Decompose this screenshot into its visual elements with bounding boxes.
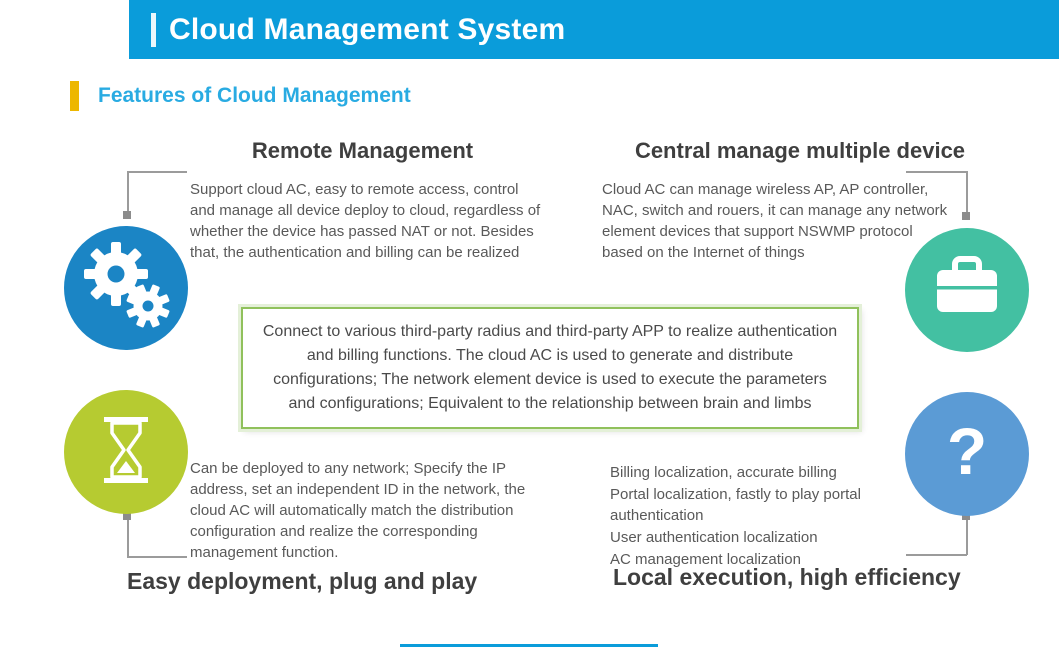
circle-easy-deployment xyxy=(64,390,188,514)
connector-node xyxy=(962,512,970,520)
feature-body-line: Portal localization, fastly to play port… xyxy=(610,486,861,524)
feature-body-easy-deployment: Can be deployed to any network; Specify … xyxy=(190,460,526,561)
circle-central-manage xyxy=(905,228,1029,352)
summary-box: Connect to various third-party radius an… xyxy=(241,307,859,429)
feature-body-central-manage: Cloud AC can manage wireless AP, AP cont… xyxy=(602,181,948,261)
connector-line xyxy=(966,518,968,555)
footer-accent-bar xyxy=(400,644,658,647)
connector-node xyxy=(123,211,131,219)
hourglass-icon xyxy=(86,410,166,495)
feature-body-line: AC management localization xyxy=(610,551,801,568)
page-title: Cloud Management System xyxy=(169,12,566,46)
gears-icon xyxy=(78,238,174,339)
connector-node xyxy=(123,512,131,520)
connector-line xyxy=(906,171,967,173)
section-title-row: Features of Cloud Management xyxy=(70,81,411,111)
header-bar: Cloud Management System xyxy=(129,0,1059,59)
briefcase-icon xyxy=(925,246,1009,335)
feature-heading-central-manage: Central manage multiple device xyxy=(634,138,966,163)
connector-line xyxy=(127,171,187,173)
connector-node xyxy=(962,212,970,220)
feature-body-local-execution: Billing localization, accurate billing P… xyxy=(610,462,945,571)
feature-heading-easy-deployment: Easy deployment, plug and play xyxy=(127,568,478,594)
feature-heading-remote-management: Remote Management xyxy=(251,138,474,163)
connector-line xyxy=(906,554,967,556)
yellow-accent-bar xyxy=(70,81,79,111)
summary-text: Connect to various third-party radius an… xyxy=(262,323,838,412)
connector-line xyxy=(127,556,187,558)
circle-local-execution: ? xyxy=(905,392,1029,516)
connector-line xyxy=(127,171,129,215)
section-title: Features of Cloud Management xyxy=(98,84,411,107)
feature-body-remote-management: Support cloud AC, easy to remote access,… xyxy=(190,181,541,261)
question-mark-icon: ? xyxy=(946,414,988,488)
circle-remote-management xyxy=(64,226,188,350)
connector-line xyxy=(127,516,129,557)
header-accent-bar xyxy=(151,12,156,47)
feature-body-line: User authentication localization xyxy=(610,529,818,546)
feature-heading-local-execution: Local execution, high efficiency xyxy=(613,564,961,590)
feature-body-line: Billing localization, accurate billing xyxy=(610,464,837,481)
connector-line xyxy=(966,171,968,217)
